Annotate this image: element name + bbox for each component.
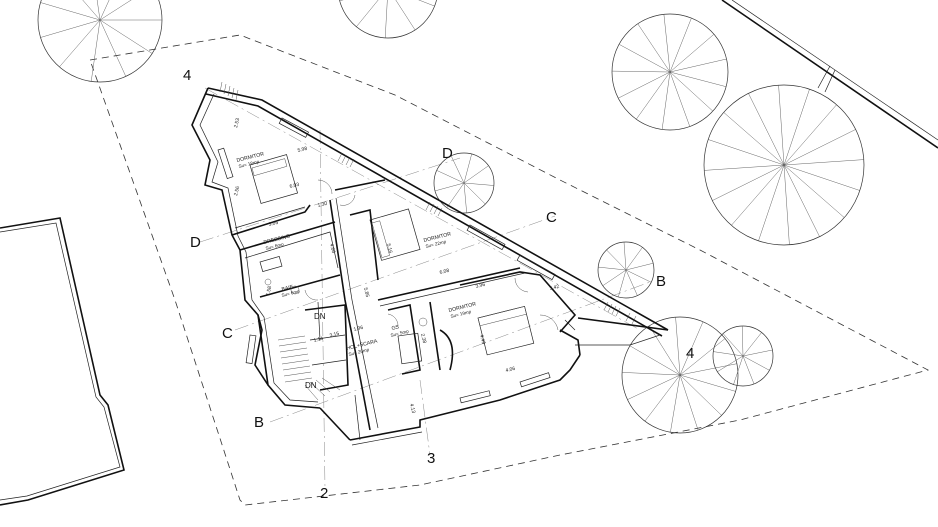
- axis-label-c-top: C: [546, 209, 557, 226]
- dimension-label: 3.96: [475, 282, 486, 290]
- room-area-gs: Su= 5mp: [390, 329, 410, 338]
- room-area-dormitor-2: Su= 22mp: [425, 239, 447, 249]
- tree-symbol: [703, 84, 865, 246]
- dimension-label: 3.15: [329, 331, 340, 339]
- room-area-dormitor-3: Su= 19mp: [450, 309, 472, 319]
- dimension-label: 1.14: [313, 336, 324, 344]
- dimension-label: 4.49: [478, 334, 486, 345]
- room-area-dressing: Su= 6mp: [265, 242, 285, 251]
- dimension-label: 2.53: [233, 117, 241, 128]
- axis-label-d-top: D: [442, 145, 453, 162]
- tree-symbol: [621, 316, 739, 434]
- stair-dn-lower: DN: [305, 381, 317, 390]
- tree-symbol: [433, 152, 495, 214]
- tree-symbol: [611, 13, 729, 131]
- axis-label-2: 2: [320, 485, 328, 502]
- dimension-label: 5.85: [362, 287, 370, 298]
- dimension-label: 4.06: [505, 366, 516, 374]
- dimension-label: 2.38: [419, 333, 427, 344]
- dimension-label: 1.58: [265, 285, 273, 296]
- trees-layer: [37, 0, 865, 434]
- dimension-label: 4.13: [408, 403, 416, 414]
- axis-label-b-right: B: [656, 273, 666, 290]
- axis-label-c-left: C: [222, 325, 233, 342]
- dimension-label: 1.96: [353, 325, 364, 333]
- furniture: [249, 154, 559, 365]
- dimension-label: 3.05: [268, 220, 279, 228]
- axis-label-d-left: D: [190, 234, 201, 251]
- stair: [277, 335, 341, 401]
- tree-symbol: [339, 0, 437, 39]
- site-boundary: [89, 34, 930, 506]
- room-area-dormitor-1: Su= 18mp: [238, 159, 260, 169]
- stair-labels: DN DN: [305, 312, 326, 390]
- dimension-label: 3.42: [549, 284, 560, 292]
- dimension-label: 5.16: [385, 243, 393, 254]
- dimension-label: 4.06: [328, 243, 336, 254]
- tree-symbol: [712, 325, 774, 387]
- tree-symbol: [37, 0, 163, 83]
- neighbor-building-outline: [0, 217, 125, 506]
- room-area-hol-scara: Su= 26mp: [348, 347, 370, 357]
- room-name-gs: GS: [391, 324, 400, 332]
- room-area-baie: Su= 6mp: [281, 289, 301, 298]
- axis-label-b-left: B: [254, 414, 264, 431]
- road-edge: [721, 0, 938, 149]
- dimension-label: 5.98: [297, 146, 308, 154]
- dimension-label: 6.08: [439, 268, 450, 276]
- dimension-label: 1.30: [317, 201, 328, 209]
- dimension-label: 6.03: [289, 182, 300, 190]
- building-walls: [191, 87, 669, 446]
- axis-label-3: 3: [427, 450, 435, 467]
- dimension-label: 2.56: [233, 185, 241, 196]
- stair-dn-upper: DN: [314, 312, 326, 321]
- axis-label-4-right: 4: [686, 345, 694, 362]
- axis-label-4-top: 4: [183, 67, 191, 84]
- axis-labels: 4 4 D D C C B B 3 2: [183, 67, 694, 502]
- interior-walls: [231, 179, 577, 431]
- tree-symbol: [597, 241, 655, 299]
- room-name-baie: BAIE: [281, 284, 294, 293]
- windows: [217, 81, 637, 404]
- dimension-labels: 5.98 6.03 2.53 2.56 3.05 1.30 5.16 4.06 …: [233, 117, 560, 414]
